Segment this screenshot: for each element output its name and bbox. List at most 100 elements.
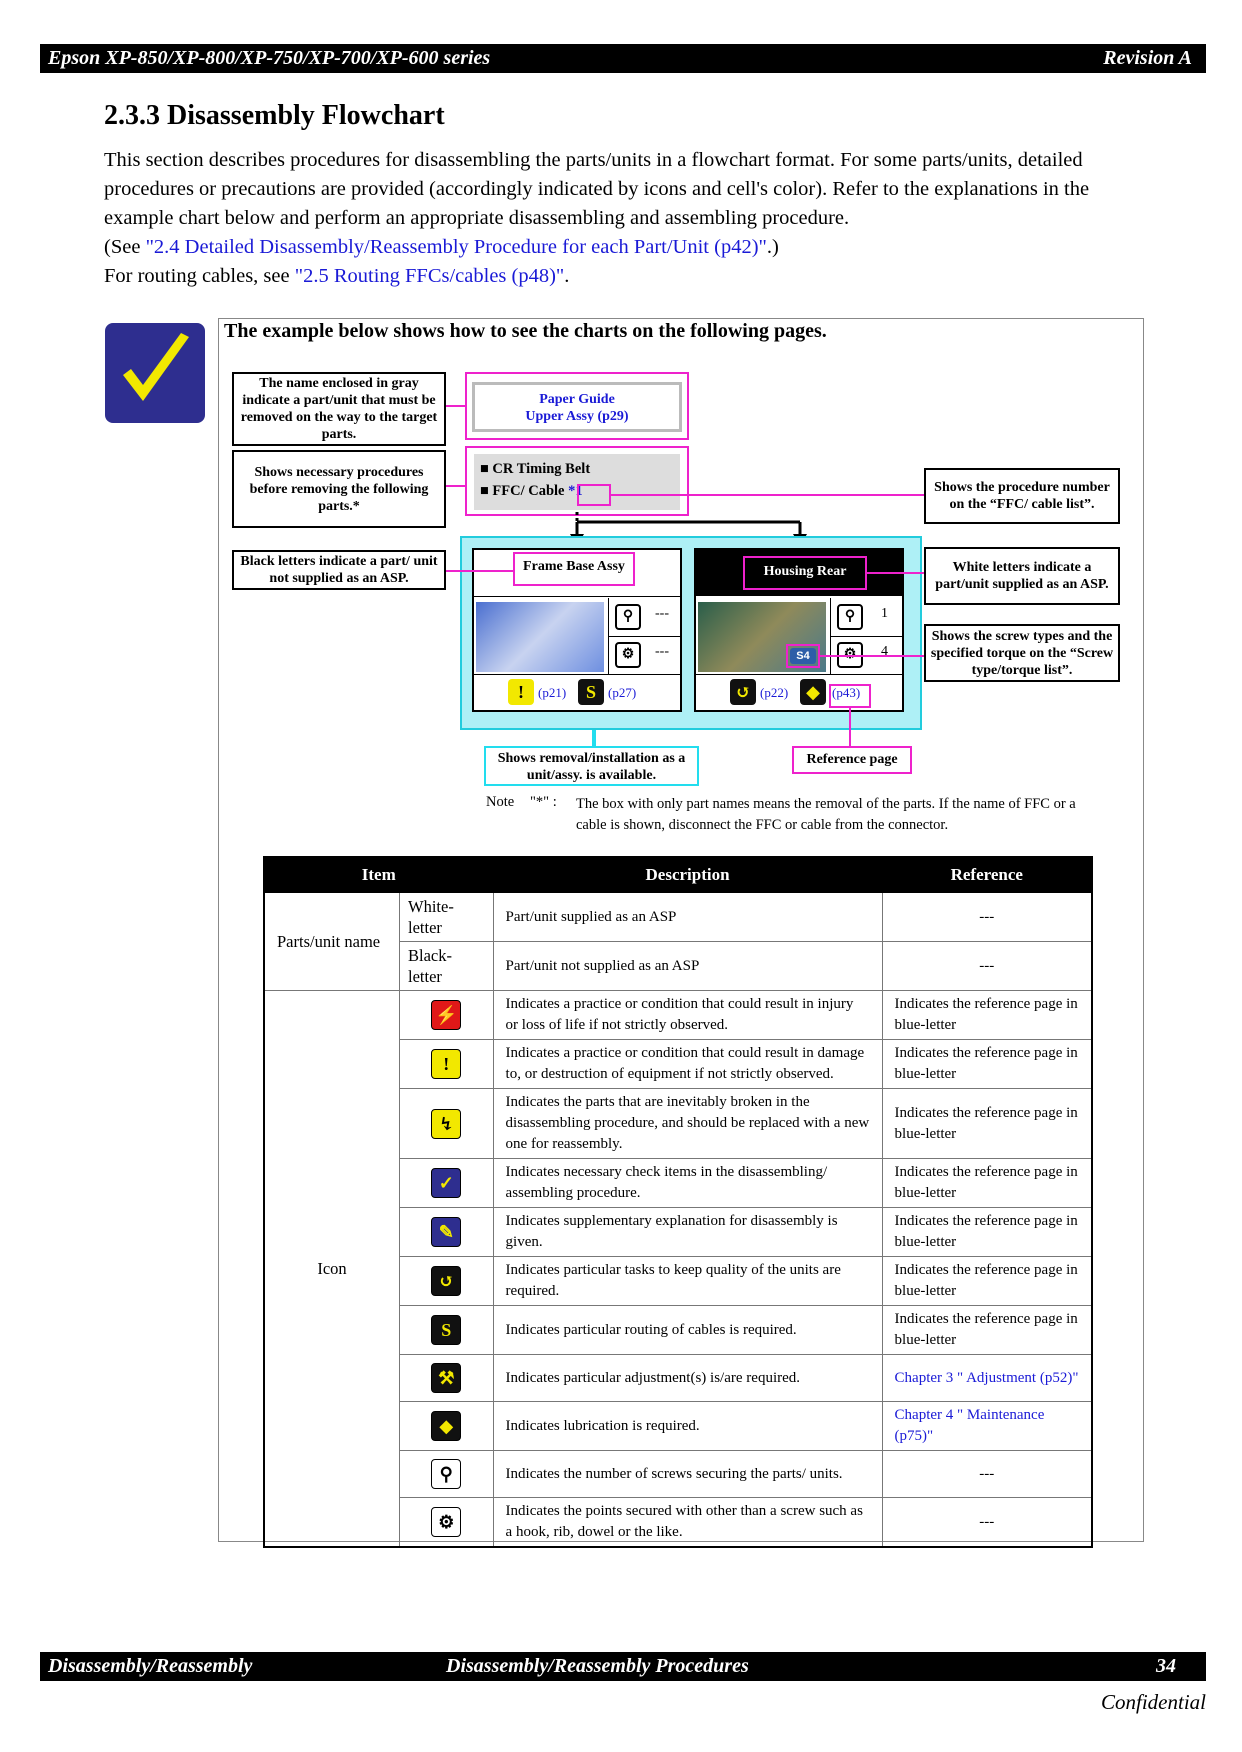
black-connector [446, 570, 513, 572]
screw-tag-s4: S4 [790, 648, 816, 664]
paper-guide-label: Paper Guide [539, 392, 615, 407]
housing-screw-row: ⚲ 1 [831, 598, 903, 637]
note-mark: "*" : [530, 794, 557, 810]
intro-paragraph: This section describes procedures for di… [104, 149, 1090, 229]
exclamation-icon: ! [431, 1049, 462, 1079]
housing-ref-p43[interactable]: (p43) [832, 685, 861, 700]
icon-description: Indicates particular routing of cables i… [492, 1305, 883, 1355]
icon-description: Indicates the points secured with other … [492, 1497, 883, 1548]
footer-left: Disassembly/Reassembly [48, 1655, 253, 1677]
header-item: Item [263, 856, 494, 893]
note-text: The box with only part names means the r… [576, 796, 1076, 833]
icon-description: Indicates particular tasks to keep quali… [492, 1256, 883, 1306]
routing-link[interactable]: "2.5 Routing FFCs/cables (p48)" [294, 265, 565, 287]
routing-icon: S [431, 1315, 462, 1345]
icon-description: Indicates particular adjustment(s) is/ar… [492, 1354, 883, 1402]
frame-screw-count: --- [655, 606, 669, 621]
see-prefix: (See [104, 236, 146, 258]
frame-hook-count: --- [655, 644, 669, 659]
table-row: Black-letter Part/unit not supplied as a… [264, 941, 1093, 991]
icon-reference: Indicates the reference page in blue-let… [881, 990, 1093, 1040]
frame-base-header [474, 550, 680, 597]
page-number: 34 [1156, 1655, 1176, 1677]
table-row: ⚒Indicates particular adjustment(s) is/a… [264, 1354, 1093, 1402]
frame-hook-row: ⚙ --- [609, 636, 681, 674]
frame-base-footer: ! (p21) S (p27) [474, 674, 680, 711]
callout-gray-name: The name enclosed in gray indicate a par… [232, 372, 446, 446]
callout-procedures: Shows necessary procedures before removi… [232, 450, 446, 528]
housing-rear-label: Housing Rear [763, 564, 847, 579]
icon-cell: ✎ [399, 1207, 494, 1257]
legend-header-row: Item Description Reference [263, 856, 1093, 893]
paper-guide-box: Paper Guide Upper Assy (p29) [472, 382, 682, 432]
icon-reference: Indicates the reference page in blue-let… [881, 1088, 1093, 1159]
pencil-icon: ✎ [431, 1217, 462, 1247]
proc-connector [446, 485, 465, 487]
check-icon: ✓ [431, 1168, 462, 1198]
icon-reference: Indicates the reference page in blue-let… [881, 1039, 1093, 1089]
ffc-cable-label: FFC/ Cable [492, 483, 565, 499]
highlight-screw-tag [786, 644, 820, 668]
callout-reference-page: Reference page [792, 746, 912, 774]
white-connector [867, 572, 924, 574]
icon-reference[interactable]: Chapter 3 " Adjustment (p52)" [881, 1354, 1093, 1402]
section-title: 2.3.3 Disassembly Flowchart [104, 100, 445, 131]
icon-cell: ⚡ [399, 990, 494, 1040]
black-letter-ref: --- [881, 941, 1093, 991]
legend-table: Item Description Reference Parts/unit na… [263, 856, 1093, 1548]
icon-description: Indicates lubrication is required. [492, 1401, 883, 1451]
icon-cell: ⚙ [399, 1497, 494, 1548]
icon-description: Indicates a practice or condition that c… [492, 990, 883, 1040]
unit-connector [592, 730, 596, 746]
white-letter-ref: --- [881, 892, 1093, 942]
parts-unit-label: Parts/unit name [263, 892, 400, 991]
frame-ref-p21[interactable]: (p21) [538, 685, 567, 700]
highlight-ref-page [829, 684, 871, 708]
header-title: Epson XP-850/XP-800/XP-750/XP-700/XP-600… [48, 47, 491, 69]
icon-description: Indicates the parts that are inevitably … [492, 1088, 883, 1159]
routing-suffix: . [564, 265, 570, 287]
frame-screw-row: ⚲ --- [609, 598, 681, 637]
icon-reference: --- [881, 1450, 1093, 1498]
icon-reference[interactable]: Chapter 4 " Maintenance (p75)" [881, 1401, 1093, 1451]
table-row: ↯Indicates the parts that are inevitably… [264, 1088, 1093, 1159]
icon-cell: ! [399, 1039, 494, 1089]
callout-black-letters: Black letters indicate a part/ unit not … [232, 550, 446, 590]
icon-cell: ◆ [399, 1401, 494, 1451]
highlight-housing-rear [743, 556, 867, 590]
ref-connector [849, 708, 851, 746]
exclamation-icon: ! [508, 679, 534, 705]
icon-description: Indicates supplementary explanation for … [492, 1207, 883, 1257]
hook-icon: ⚙ [431, 1507, 462, 1537]
frame-ref-p27[interactable]: (p27) [608, 685, 637, 700]
see-suffix: .) [766, 236, 779, 258]
gray-connector [446, 405, 465, 407]
icon-cell: ⚒ [399, 1354, 494, 1402]
frame-base-card: ⚲ --- ⚙ --- ! (p21) S (p27) [472, 548, 682, 712]
lightning-icon: ⚡ [431, 1000, 462, 1030]
housing-ref-p22[interactable]: (p22) [760, 685, 789, 700]
check-icon [105, 323, 205, 423]
icon-reference: --- [881, 1497, 1093, 1548]
footer-bar: Disassembly/Reassembly Disassembly/Reass… [40, 1652, 1206, 1681]
paper-guide-ref[interactable]: Upper Assy (p29) [525, 409, 629, 424]
lubrication-icon: ◆ [800, 679, 826, 705]
callout-ffc-list: Shows the procedure number on the “FFC/ … [924, 468, 1120, 524]
icon-cell: S [399, 1305, 494, 1355]
frame-base-label: Frame Base Assy [523, 559, 625, 574]
frame-screw-cells: ⚲ --- ⚙ --- [608, 598, 681, 674]
ffc-connector [611, 494, 924, 496]
table-row: Parts/unit name White-letter Part/unit s… [263, 892, 1093, 991]
intro-text: This section describes procedures for di… [104, 146, 1144, 291]
table-row: ⚙ Indicates the points secured with other… [264, 1497, 1093, 1548]
table-row: ↺Indicates particular tasks to keep qual… [264, 1256, 1093, 1306]
highlight-paper-guide [465, 372, 689, 440]
callout-unit-assy: Shows removal/installation as a unit/ass… [484, 746, 699, 786]
detailed-procedure-link[interactable]: "2.4 Detailed Disassembly/Reassembly Pro… [145, 236, 767, 258]
header-description: Description [492, 856, 883, 893]
routing-line: For routing cables, see "2.5 Routing FFC… [104, 262, 1144, 291]
icon-description: Indicates necessary check items in the d… [492, 1158, 883, 1208]
housing-rear-footer: ↺ (p22) ◆ (p43) [696, 674, 902, 711]
cr-timing-belt-item: ■ CR Timing Belt [480, 461, 591, 477]
black-letter-label: Black-letter [399, 941, 494, 991]
